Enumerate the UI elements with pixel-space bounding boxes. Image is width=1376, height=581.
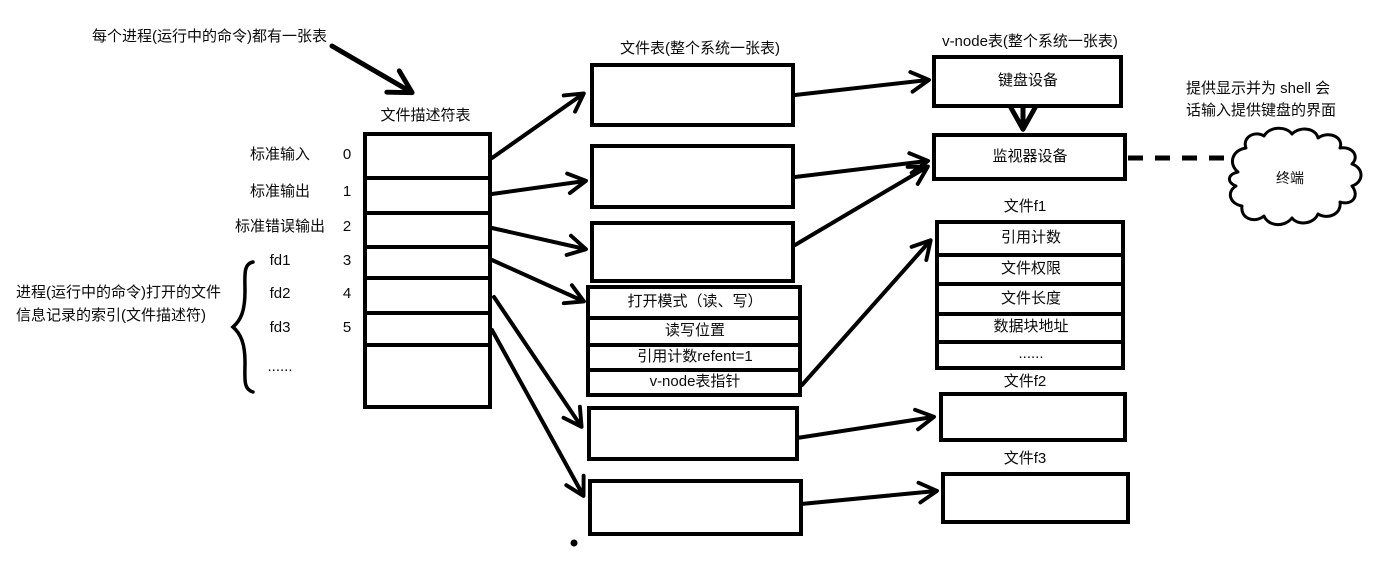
arrow-vnode-pointer-to-f1 xyxy=(800,238,933,387)
curly-brace xyxy=(230,260,255,394)
fd-row-index-2: 2 xyxy=(342,218,352,235)
fd-row-label-stderr: 标准错误输出 xyxy=(234,218,325,235)
fd-table-title: 文件描述符表 xyxy=(380,107,471,124)
detail-row-vnode-ptr: v-node表指针 xyxy=(649,373,741,390)
detail-row-refcount: 引用计数refent=1 xyxy=(637,348,753,365)
arrow-fd1-to-entry2 xyxy=(490,171,588,196)
f1-row-length: 文件长度 xyxy=(1000,290,1061,307)
fd-row-label-fd3: fd3 xyxy=(269,319,291,336)
arrow-entry1-to-keyboard xyxy=(793,70,931,97)
note-every-process: 每个进程(运行中的命令)都有一张表 xyxy=(92,28,327,45)
ink-dot xyxy=(570,539,578,547)
f1-row-blockaddr: 数据块地址 xyxy=(993,318,1069,335)
file-f1-title: 文件f1 xyxy=(1003,198,1047,215)
fd-row-index-3: 3 xyxy=(342,252,352,269)
f1-row-refcount: 引用计数 xyxy=(1000,229,1061,246)
f1-row-more: ...... xyxy=(1018,345,1044,362)
file-table-entry-6-box xyxy=(588,479,803,536)
file-f3-box xyxy=(941,472,1130,524)
keyboard-device-box xyxy=(932,55,1123,108)
note-fd-index-line2: 信息记录的索引(文件描述符) xyxy=(16,307,206,324)
file-f3-title: 文件f3 xyxy=(1003,450,1047,467)
note-terminal-line1: 提供显示并为 shell 会 xyxy=(1186,80,1331,97)
arrow-fd0-to-entry1 xyxy=(490,91,586,160)
fd-table-box xyxy=(363,132,492,409)
fd-row-index-1: 1 xyxy=(342,183,352,200)
arrow-entry2-to-monitor xyxy=(793,151,930,179)
file-table-entry-1-box xyxy=(590,63,795,127)
fd-row-index-5: 5 xyxy=(342,319,352,336)
arrow-entry5-to-f2 xyxy=(795,407,936,440)
fd-row-index-0: 0 xyxy=(342,146,352,163)
vnode-table-title: v-node表(整个系统一张表) xyxy=(942,33,1118,50)
f1-row-permission: 文件权限 xyxy=(1000,260,1061,277)
arrow-fd2-to-entry3 xyxy=(490,226,588,257)
fd-row-index-4: 4 xyxy=(342,285,352,302)
file-table-entry-2-box xyxy=(590,144,795,209)
detail-row-open-mode: 打开模式（读、写） xyxy=(627,293,763,310)
arrow-entry3-to-monitor xyxy=(793,164,930,247)
detail-row-rw-position: 读写位置 xyxy=(664,322,725,339)
terminal-cloud xyxy=(1228,126,1363,226)
fd-row-label-more: ...... xyxy=(267,358,293,375)
arrow-fd3-to-detail xyxy=(490,258,586,306)
file-f2-box xyxy=(939,392,1127,442)
arrow-note-to-fd-table xyxy=(329,43,415,96)
keyboard-device-label: 键盘设备 xyxy=(997,72,1058,89)
file-f1-row-dividers xyxy=(937,253,1123,344)
file-table-entry-detail-box xyxy=(586,285,802,397)
arrow-entry6-to-f3 xyxy=(799,480,939,506)
note-fd-index-line1: 进程(运行中的命令)打开的文件 xyxy=(16,284,221,301)
file-table-entry-3-box xyxy=(590,221,795,283)
arrow-fd5-to-entry6 xyxy=(490,328,586,498)
fd-row-label-stdin: 标准输入 xyxy=(249,146,310,163)
arrow-fd4-to-entry5 xyxy=(492,295,584,429)
file-f2-title: 文件f2 xyxy=(1003,373,1047,390)
fd-table-row-dividers xyxy=(365,176,490,347)
monitor-device-box xyxy=(932,133,1127,181)
terminal-label: 终端 xyxy=(1276,170,1304,186)
note-terminal-line2: 话输入提供键盘的界面 xyxy=(1186,102,1337,119)
fd-row-label-stdout: 标准输出 xyxy=(249,183,310,200)
monitor-device-label: 监视器设备 xyxy=(992,148,1068,165)
file-table-detail-dividers xyxy=(588,316,800,372)
fd-row-label-fd2: fd2 xyxy=(269,285,291,302)
file-table-entry-5-box xyxy=(587,406,799,461)
file-table-title: 文件表(整个系统一张表) xyxy=(620,40,780,57)
fd-row-label-fd1: fd1 xyxy=(269,252,291,269)
